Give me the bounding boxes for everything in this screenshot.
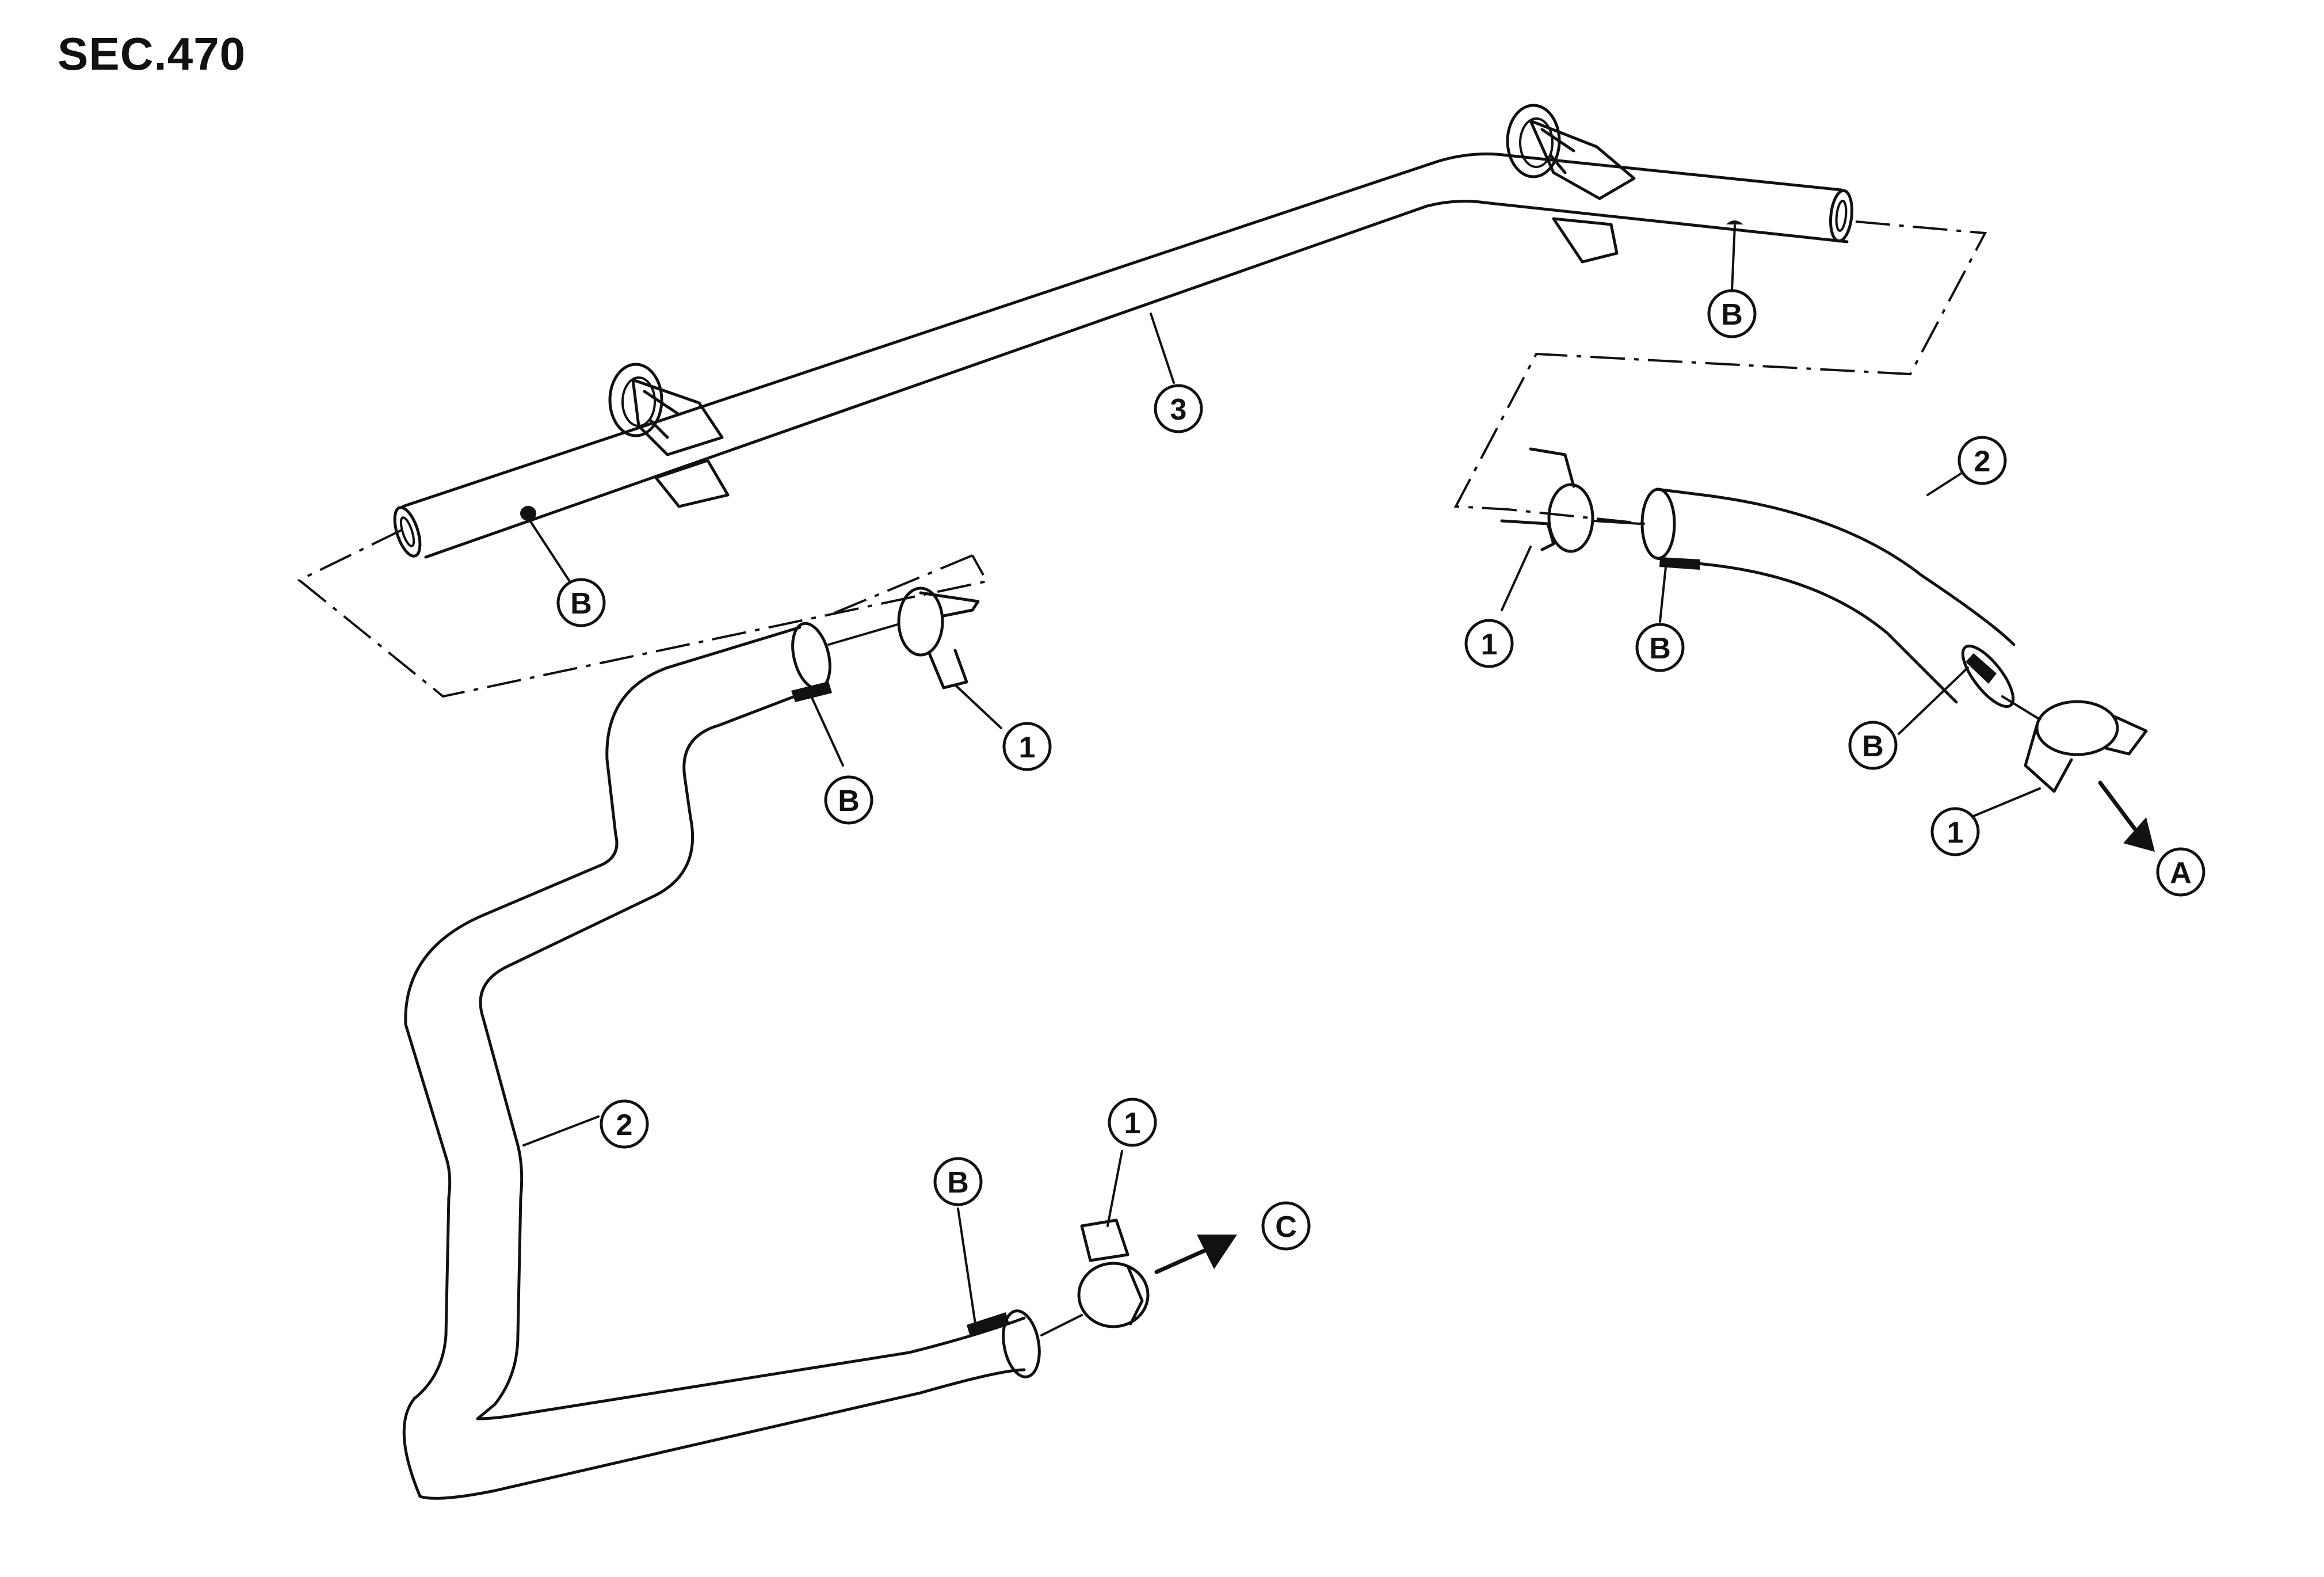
leader-b-hose-left-bottom [957, 1207, 976, 1325]
clamp-left-bottom [1077, 1218, 1150, 1328]
mark-b-dot-right [1726, 220, 1743, 224]
callout-hose-right: 2 [1957, 436, 2007, 485]
connect-line-right-top [1593, 520, 1641, 525]
tube-clip-right [1506, 104, 1636, 264]
callout-b-tube-left: B [556, 578, 606, 627]
arrow-to-c [1154, 1235, 1237, 1274]
leader-b-hose-right-bottom [1898, 666, 1969, 735]
mark-b-stripe-left-top [791, 681, 832, 702]
leader-clamp-left-bottom [1106, 1150, 1123, 1227]
svg-text:B: B [947, 1166, 969, 1199]
svg-text:1: 1 [1947, 816, 1964, 850]
arrow-to-a [2098, 780, 2155, 852]
tube-clip-left [608, 363, 730, 508]
svg-text:3: 3 [1170, 393, 1187, 426]
section-title: SEC.470 [58, 28, 246, 79]
svg-text:B: B [1649, 632, 1671, 665]
svg-text:C: C [1275, 1210, 1297, 1244]
alignment-line-left [297, 528, 989, 698]
callout-clamp-left-bottom: 1 [1108, 1098, 1157, 1147]
connect-line-left-top [827, 623, 899, 646]
svg-text:B: B [838, 784, 860, 818]
leader-clamp-left-top [954, 684, 1002, 729]
connect-line-left-bottom [1040, 1314, 1083, 1336]
tube-assembly [393, 153, 1853, 559]
svg-text:1: 1 [1124, 1107, 1141, 1140]
leader-b-tube-left [527, 517, 571, 582]
callout-b-hose-left-bottom: B [933, 1157, 983, 1206]
callout-b-hose-right-top: B [1635, 623, 1685, 672]
svg-text:B: B [1721, 298, 1743, 332]
hose-left [402, 622, 1041, 1500]
callout-clamp-right-bottom: 1 [1930, 807, 1980, 856]
callout-clamp-left-top: 1 [1002, 722, 1052, 771]
leader-hose-right [1926, 468, 1969, 496]
svg-text:A: A [2170, 856, 2192, 890]
callout-b-hose-right-bottom: B [1848, 721, 1898, 770]
callout-b-tube-right: B [1707, 289, 1757, 338]
callout-hose-left: 2 [600, 1099, 649, 1149]
callout-b-hose-left-top: B [824, 775, 873, 825]
svg-text:2: 2 [1974, 445, 1991, 478]
connect-line-right-bottom [2001, 695, 2041, 721]
clamp-right-top [1500, 447, 1594, 553]
svg-text:1: 1 [1019, 731, 1036, 764]
svg-text:1: 1 [1481, 628, 1498, 661]
svg-text:2: 2 [616, 1109, 633, 1142]
callout-dir-a: A [2156, 847, 2205, 897]
clamp-right-bottom [2024, 700, 2148, 793]
leader-b-tube-right [1731, 224, 1736, 292]
svg-text:B: B [1862, 730, 1884, 763]
hose-right [1640, 487, 2016, 708]
callout-clamp-right-top: 1 [1464, 619, 1514, 668]
leader-clamp-right-top [1501, 546, 1532, 611]
leader-b-hose-left-top [810, 695, 844, 767]
callout-dir-c: C [1261, 1201, 1311, 1251]
leader-hose-left [522, 1115, 600, 1146]
callout-tube: 3 [1154, 384, 1203, 433]
leader-b-hose-right-top [1659, 566, 1667, 623]
leader-clamp-right-bottom [1970, 787, 2041, 818]
alignment-line-right [1453, 220, 1987, 525]
svg-text:B: B [570, 587, 592, 620]
mark-b-stripe-right-top [1659, 557, 1700, 570]
mark-b-dot-left [520, 506, 536, 521]
leader-tube [1150, 313, 1175, 384]
clamp-left-top [897, 586, 980, 690]
mark-b-stripe-left-bottom [967, 1312, 1009, 1336]
mark-b-stripe-right-bottom [1966, 653, 1997, 684]
